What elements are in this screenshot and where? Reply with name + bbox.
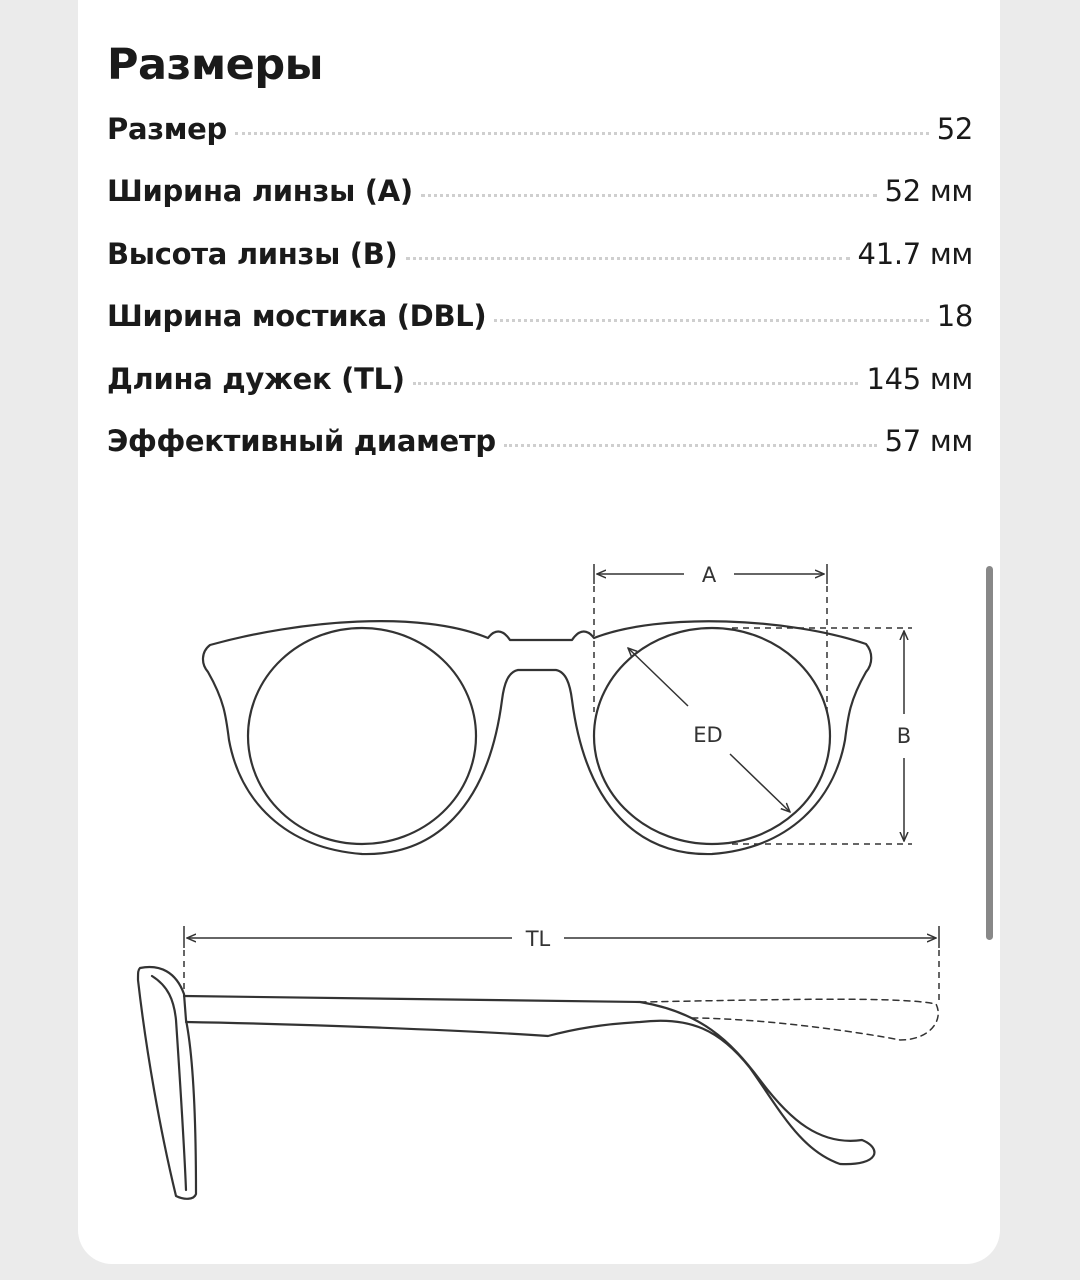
spec-value: 52 мм [884, 174, 974, 209]
spec-row-bridge-width: Ширина мостика (DBL) 18 [107, 299, 973, 361]
vertical-scrollbar[interactable] [986, 566, 993, 940]
spec-label: Размер [107, 112, 228, 146]
dotted-leader [235, 132, 929, 135]
dotted-leader [503, 443, 877, 447]
page-title: Размеры [107, 40, 324, 90]
spec-list: Размер 52 Ширина линзы (A) 52 мм Высота … [107, 112, 973, 486]
spec-value: 41.7 мм [857, 236, 974, 271]
spec-label: Эффективный диаметр [107, 423, 496, 458]
spec-row-temple-length: Длина дужек (TL) 145 мм [107, 362, 973, 424]
spec-value: 57 мм [884, 423, 974, 458]
spec-label: Ширина мостика (DBL) [107, 299, 487, 334]
spec-label: Ширина линзы (A) [107, 174, 413, 209]
spec-label: Длина дужек (TL) [107, 361, 405, 396]
dotted-leader [412, 381, 859, 385]
dotted-leader [494, 319, 929, 323]
spec-label: Высота линзы (B) [107, 236, 398, 271]
spec-value: 52 [936, 112, 974, 146]
spec-row-effective-diameter: Эффективный диаметр 57 мм [107, 424, 973, 486]
spec-value: 145 мм [866, 361, 973, 396]
spec-value: 18 [936, 299, 974, 334]
spec-row-lens-height: Высота линзы (B) 41.7 мм [107, 237, 973, 299]
spec-row-size: Размер 52 [107, 112, 973, 174]
dotted-leader [405, 256, 850, 260]
spec-row-lens-width: Ширина линзы (A) 52 мм [107, 174, 973, 236]
dotted-leader [420, 194, 877, 198]
